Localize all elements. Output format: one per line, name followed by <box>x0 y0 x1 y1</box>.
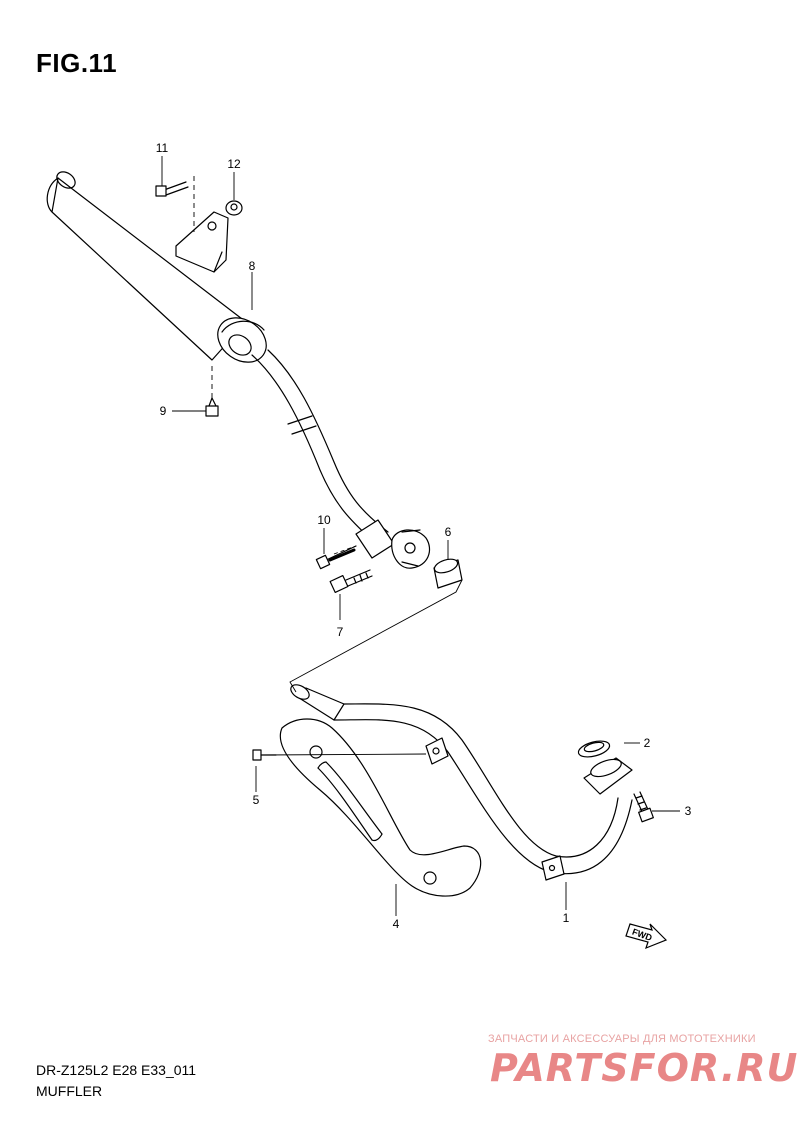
model-code: DR-Z125L2 E28 E33_011 <box>36 1062 197 1078</box>
pipe-gasket <box>433 558 463 589</box>
watermark-brand: PARTSFOR.RU <box>490 1046 799 1090</box>
leader-lines <box>161 156 680 916</box>
callout-6: 6 <box>445 525 452 539</box>
heat-shield <box>279 718 482 897</box>
stud-bolt-3 <box>633 791 654 823</box>
bolt-7 <box>329 569 373 593</box>
bolt-10 <box>315 545 357 570</box>
section-name: MUFFLER <box>36 1083 103 1099</box>
fwd-arrow-icon: FWD <box>625 923 668 950</box>
middle-pipe <box>251 349 431 569</box>
callout-8: 8 <box>249 259 256 273</box>
nut-9 <box>205 397 219 417</box>
callout-11: 11 <box>156 141 169 155</box>
callout-2: 2 <box>644 736 651 750</box>
callout-4: 4 <box>393 917 400 931</box>
callout-3: 3 <box>685 804 692 818</box>
callout-7: 7 <box>337 625 344 639</box>
watermark-subtitle: ЗАПЧАСТИ И АКСЕССУАРЫ ДЛЯ МОТОТЕХНИКИ <box>488 1033 756 1045</box>
callout-1: 1 <box>563 911 570 925</box>
callout-5: 5 <box>253 793 260 807</box>
callout-12: 12 <box>227 157 241 171</box>
callout-9: 9 <box>160 404 167 418</box>
muffler-bracket <box>175 211 229 273</box>
exhaust-gasket <box>577 740 611 758</box>
exhaust-pipe <box>290 684 633 881</box>
bolt-11 <box>155 181 189 197</box>
figure-title: FIG.11 <box>36 48 118 78</box>
muffler-body <box>46 171 267 363</box>
grommet-12 <box>225 200 243 216</box>
callout-10: 10 <box>317 513 331 527</box>
